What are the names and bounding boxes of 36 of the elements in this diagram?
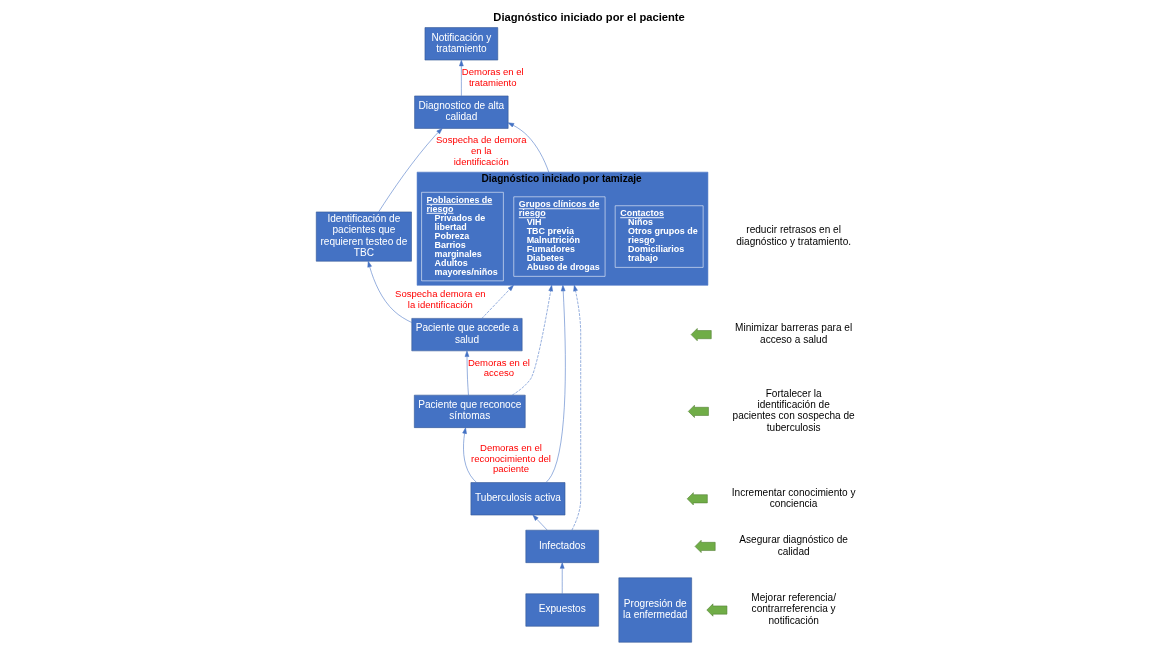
edge-label: Sospecha de demora en la identificación — [436, 134, 527, 167]
node-box: Grupos clínicos de riesgo VIH TBC previa Malnutrición Fumadores Diabetes Abuso de drogas — [513, 196, 606, 277]
arrow — [532, 514, 548, 531]
label: Incrementar conocimiento y conciencia — [731, 486, 856, 509]
arrow — [459, 60, 464, 97]
arrow — [545, 285, 566, 483]
edge-label: Demoras en el reconocimiento del paciente — [471, 441, 551, 475]
node-box: Notificación y tratamiento — [424, 27, 499, 61]
arrow — [462, 427, 477, 483]
diagram-title: Diagnóstico iniciado por el paciente — [493, 11, 685, 24]
edge-label: Sospecha demora en la identificación — [395, 288, 486, 311]
edge-label: Demoras en el tratamiento — [461, 65, 524, 88]
arrow — [571, 285, 581, 531]
label: Asegurar diagnóstico de calidad — [739, 534, 848, 557]
label: Mejorar referencia/ contrarreferencia y notificación — [751, 592, 836, 626]
arrow — [481, 285, 514, 319]
arrow — [507, 122, 550, 173]
edge-label: Demoras en el acceso — [467, 356, 530, 379]
arrow — [464, 350, 470, 396]
arrow — [511, 285, 553, 396]
label: Minimizar barreras para el acceso a salud — [735, 322, 853, 345]
label: Fortalecer la identificación de pacientes con sospecha de tuberculosis — [732, 388, 855, 433]
node-box: Tuberculosis activa — [470, 482, 566, 516]
node-box: Infectados — [525, 529, 599, 563]
node-box: Paciente que reconoce síntomas — [414, 394, 526, 428]
arrow — [378, 128, 443, 212]
node-box: Poblaciones de riesgo Privados de libertad Pobreza Barrios marginales Adultos mayores/niños — [421, 192, 504, 282]
node-box: Progresión de la enfermedad — [618, 577, 692, 643]
node-box: Paciente que accede a salud — [411, 318, 523, 352]
arrow — [367, 261, 413, 323]
node-box: Contactos Niños Otros grupos de riesgo Domiciliarios trabajo — [614, 205, 704, 268]
node-box: Expuestos — [525, 593, 599, 627]
arrow — [560, 562, 565, 594]
node-box: Diagnostico de alta calidad — [414, 95, 509, 129]
label: reducir retrasos en el diagnóstico y tratamiento. — [736, 224, 852, 247]
node-box: Identificación de pacientes que requieren testeo de TBC — [315, 211, 412, 262]
